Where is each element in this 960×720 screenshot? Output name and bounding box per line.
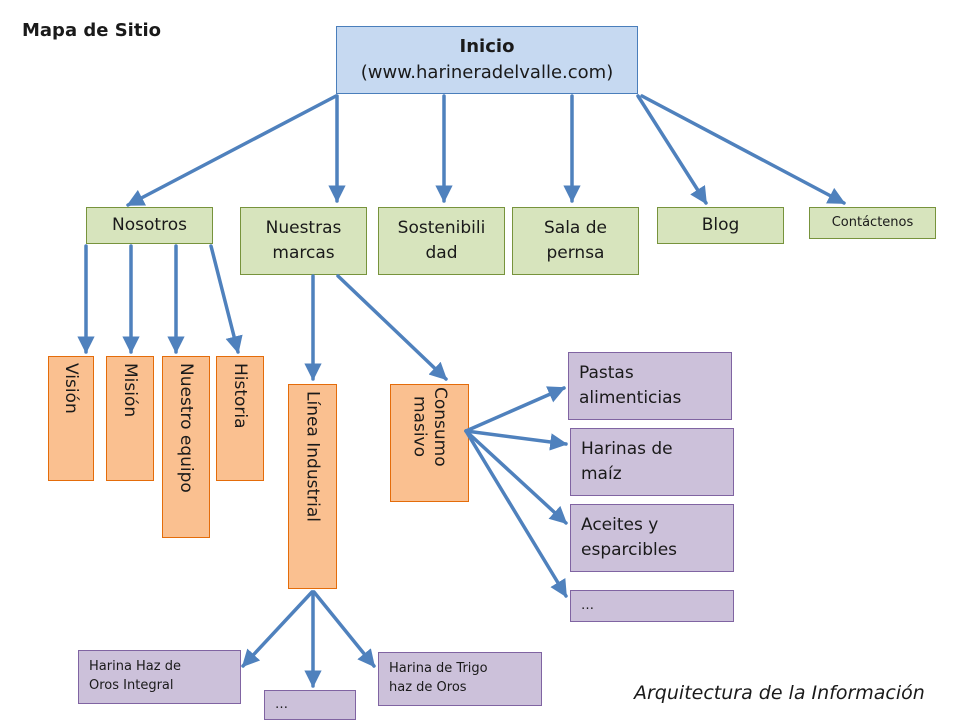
node-harinas-de-maiz: Harinas de maíz bbox=[570, 428, 734, 496]
node-inicio: Inicio (www.harineradelvalle.com) bbox=[336, 26, 638, 94]
node-haz-line2: Oros Integral bbox=[89, 678, 174, 693]
node-consumo-line2: masivo bbox=[409, 396, 430, 458]
node-nosotros-label: Nosotros bbox=[112, 215, 187, 236]
node-trigo-line1: Harina de Trigo bbox=[389, 661, 488, 677]
node-harina-de-trigo: Harina de Trigo haz de Oros bbox=[378, 652, 542, 706]
node-consumo-line1: Consumo bbox=[429, 387, 450, 467]
diagram-footer: Arquitectura de la Información bbox=[634, 682, 925, 704]
diagram-title: Mapa de Sitio bbox=[22, 20, 161, 41]
node-inicio-title: Inicio bbox=[459, 35, 515, 57]
node-consumo-more: … bbox=[570, 590, 734, 622]
node-industrial-more-label: … bbox=[275, 696, 288, 712]
node-blog: Blog bbox=[657, 207, 784, 244]
node-contactenos-label: Contáctenos bbox=[831, 214, 914, 230]
node-historia-label: Historia bbox=[230, 363, 251, 429]
node-linea-industrial: Línea Industrial bbox=[288, 384, 337, 589]
node-haz-line1: Harina Haz de bbox=[89, 659, 181, 675]
node-sostenibilidad-line1: Sostenibili bbox=[397, 218, 486, 239]
node-aceites-line2: esparcibles bbox=[581, 540, 678, 560]
node-harina-haz-de-oros-integral: Harina Haz de Oros Integral bbox=[78, 650, 241, 704]
node-mision-label: Misión bbox=[120, 363, 141, 418]
node-sala-line1: Sala de bbox=[543, 218, 607, 239]
node-maiz-line2: maíz bbox=[581, 464, 622, 484]
node-pastas-alimenticias: Pastas alimenticias bbox=[568, 352, 732, 420]
node-pastas-line1: Pastas bbox=[579, 363, 634, 384]
node-industrial-label: Línea Industrial bbox=[302, 391, 323, 522]
node-vision: Visión bbox=[48, 356, 94, 481]
node-inicio-url: (www.harineradelvalle.com) bbox=[360, 62, 614, 83]
node-consumo-more-label: … bbox=[581, 597, 594, 613]
node-pastas-line2: alimenticias bbox=[579, 388, 682, 408]
node-nuestras-marcas: Nuestras marcas bbox=[240, 207, 367, 275]
node-sostenibilidad: Sostenibili dad bbox=[378, 207, 505, 275]
node-historia: Historia bbox=[216, 356, 264, 481]
node-industrial-more: … bbox=[264, 690, 356, 720]
node-nuestro-equipo: Nuestro equipo bbox=[162, 356, 210, 538]
node-sala-line2: pernsa bbox=[546, 243, 605, 263]
node-sala-de-prensa: Sala de pernsa bbox=[512, 207, 639, 275]
node-contactenos: Contáctenos bbox=[809, 207, 936, 239]
node-vision-label: Visión bbox=[61, 363, 82, 414]
node-marcas-line2: marcas bbox=[272, 243, 335, 263]
node-equipo-label: Nuestro equipo bbox=[176, 363, 197, 493]
node-aceites-y-esparcibles: Aceites y esparcibles bbox=[570, 504, 734, 572]
node-nosotros: Nosotros bbox=[86, 207, 213, 244]
node-trigo-line2: haz de Oros bbox=[389, 680, 467, 695]
node-sostenibilidad-line2: dad bbox=[425, 243, 458, 263]
node-aceites-line1: Aceites y bbox=[581, 515, 659, 536]
node-marcas-line1: Nuestras bbox=[265, 218, 342, 239]
node-mision: Misión bbox=[106, 356, 154, 481]
node-maiz-line1: Harinas de bbox=[581, 439, 673, 460]
node-blog-label: Blog bbox=[701, 215, 740, 236]
